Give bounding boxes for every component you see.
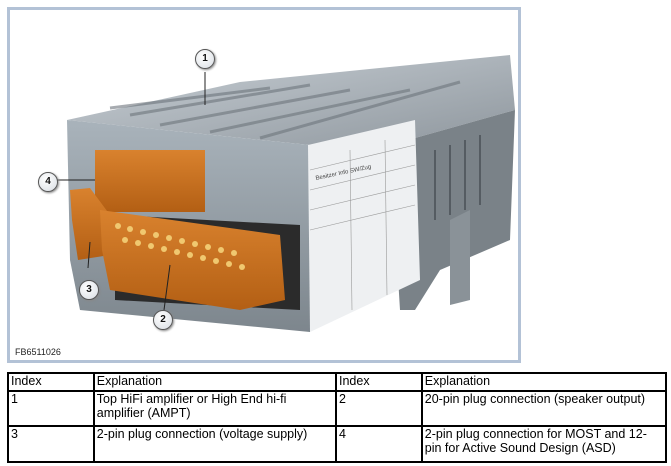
callout-4: 4	[38, 172, 58, 192]
header-index: Index	[7, 372, 95, 392]
cell-explanation: Top HiFi amplifier or High End hi-fi amp…	[92, 390, 337, 427]
header-index: Index	[334, 372, 423, 392]
callout-3: 3	[79, 280, 99, 300]
amplifier-illustration: Besitzer Info SW/Zug	[54, 55, 515, 332]
header-explanation: Explanation	[92, 372, 337, 392]
cell-index: 2	[334, 390, 423, 427]
legend-table: Index Explanation Index Explanation 1 To…	[7, 372, 668, 463]
callout-1: 1	[195, 49, 215, 69]
cell-index: 3	[7, 425, 95, 463]
cell-index: 1	[7, 390, 95, 427]
callout-2: 2	[153, 310, 173, 330]
header-explanation: Explanation	[420, 372, 668, 392]
cell-explanation: 2-pin plug connection (voltage supply)	[92, 425, 337, 463]
cell-index: 4	[334, 425, 423, 463]
cell-explanation: 2-pin plug connection for MOST and 12-pi…	[420, 425, 668, 463]
table-row: 3 2-pin plug connection (voltage supply)…	[7, 425, 668, 463]
table-row: 1 Top HiFi amplifier or High End hi-fi a…	[7, 390, 668, 427]
amplifier-figure: Besitzer Info SW/Zug 1 4 3 2 FB6511026	[7, 7, 521, 363]
figure-id: FB6511026	[15, 347, 61, 357]
table-header-row: Index Explanation Index Explanation	[7, 372, 668, 392]
cell-explanation: 20-pin plug connection (speaker output)	[420, 390, 668, 427]
